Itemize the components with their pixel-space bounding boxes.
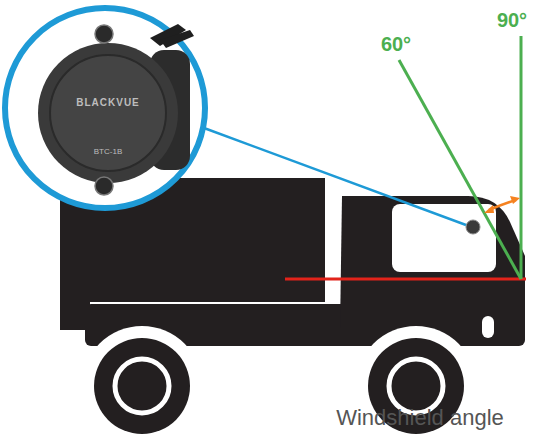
angle-label: 60° (381, 34, 411, 54)
device-screw (95, 25, 113, 43)
device-cable (160, 30, 194, 48)
arrow-head (510, 196, 520, 204)
model-label: BTC-1B (94, 148, 122, 156)
wheel-rim (389, 359, 443, 413)
cab-light (482, 316, 494, 338)
camera-dot (466, 220, 480, 234)
cab-window (392, 204, 496, 272)
leader-line (204, 128, 466, 225)
device-face (50, 55, 166, 171)
brand-label: BLACKVUE (76, 98, 140, 108)
device-screw (95, 177, 113, 195)
arrow-head (484, 205, 494, 213)
device-housing (38, 43, 178, 183)
angle-line (399, 60, 521, 279)
chassis (60, 300, 90, 330)
vertical-line (520, 36, 523, 279)
horizontal-line (285, 278, 526, 281)
caption: Windshield angle (336, 407, 504, 429)
cab (340, 196, 525, 330)
wheel (94, 338, 190, 434)
wheel-arch (82, 326, 202, 439)
wheel-rim (115, 359, 169, 413)
magnifier (5, 8, 205, 208)
angle-label: 90° (497, 10, 527, 30)
